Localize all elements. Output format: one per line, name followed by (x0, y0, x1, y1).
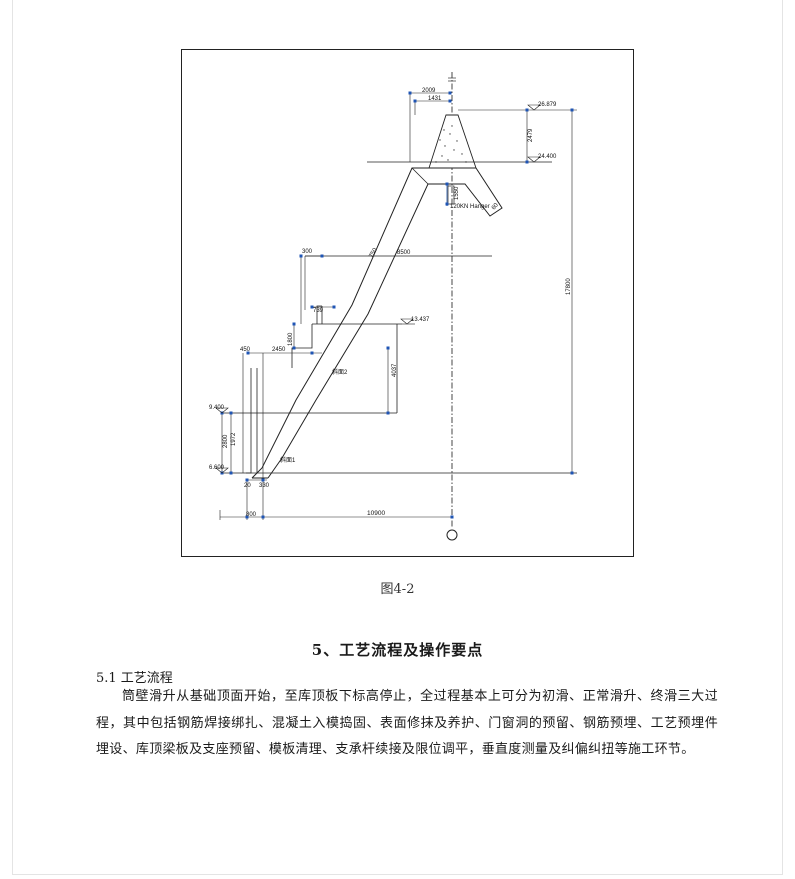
body-paragraph: 筒壁滑升从基础顶面开始，至库顶板下标高停止，全过程基本上可分为初滑、正常滑升、终… (96, 689, 718, 757)
dim-1972: 1972 (231, 432, 237, 446)
axis-end-circle (446, 529, 458, 541)
elev-26879: 26.879 (538, 102, 557, 108)
elev-9400: 9.400 (209, 405, 225, 411)
dim-2009: 2009 (422, 88, 436, 94)
incline-inner-line (267, 183, 444, 479)
dim-20: 20 (244, 483, 251, 489)
section-heading: 5、工艺流程及操作要点 (311, 641, 484, 659)
dim-2450: 2450 (272, 347, 286, 353)
sub-heading: 5.1 工艺流程 (96, 671, 173, 686)
incline-outer-line (251, 167, 429, 479)
dim-750: 750 (369, 247, 380, 259)
dim-2479: 2479 (528, 128, 534, 142)
segment-2-label: 斜面2 (332, 368, 348, 376)
label-60: 60 (491, 202, 500, 211)
concrete-hatch (435, 125, 467, 163)
top-cone (428, 114, 477, 169)
elev-13437: 13.437 (411, 317, 430, 323)
hanger-label: 120KN Hanger (450, 204, 490, 210)
elev-6600: 6.600 (209, 465, 225, 471)
dim-300: 300 (302, 249, 313, 255)
dim-739: 739 (313, 308, 324, 314)
dim-4037: 4037 (392, 363, 398, 377)
dim-330: 330 (259, 483, 270, 489)
dim-800: 800 (246, 512, 257, 518)
dim-450: 450 (240, 347, 251, 353)
dim-8500: 8500 (397, 250, 411, 256)
top-right-leg (444, 167, 503, 217)
figure-caption: 图4-2 (380, 582, 415, 597)
dim-1550: 1550 (454, 186, 460, 200)
drawing-svg: 2009 1431 2479 1550 750 8500 300 17800 7… (209, 72, 577, 541)
dim-1800: 1800 (288, 332, 294, 346)
segment-1-label: 斜面1 (280, 456, 296, 464)
dim-17800: 17800 (566, 278, 572, 295)
engineering-drawing: 2009 1431 2479 1550 750 8500 300 17800 7… (181, 49, 634, 557)
elev-24400: 24.400 (538, 154, 557, 160)
dim-2800: 2800 (223, 434, 229, 448)
page-border (12, 0, 783, 875)
dimension-ticks (220, 91, 574, 519)
dim-1431: 1431 (428, 96, 442, 102)
dim-10900: 10900 (367, 510, 385, 517)
